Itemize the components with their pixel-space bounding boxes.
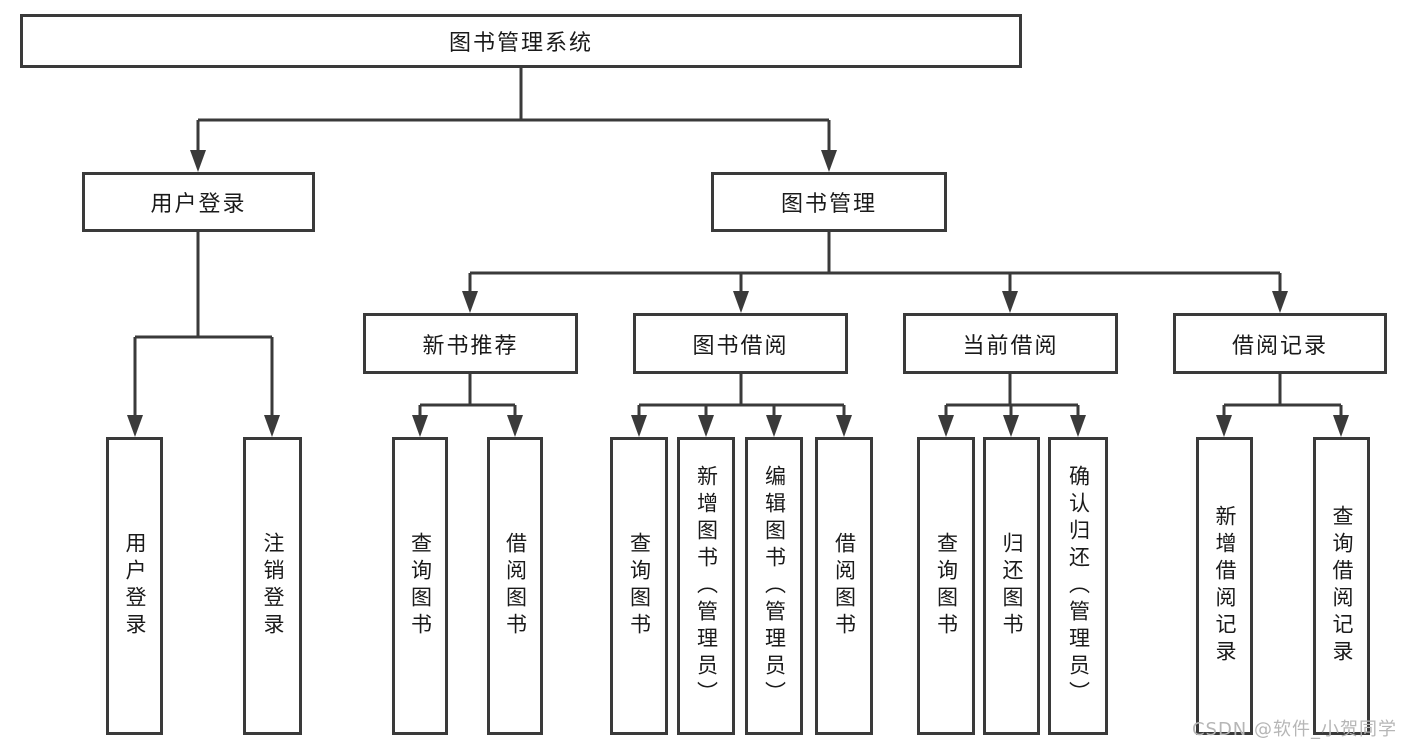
node-leaf-borrow-book-1: 借阅图书: [487, 437, 543, 735]
node-label: 查询借阅记录: [1330, 505, 1354, 667]
node-label: 新增借阅记录: [1213, 505, 1237, 667]
node-new-book-recommend: 新书推荐: [363, 313, 578, 374]
node-label: 借阅图书: [503, 532, 528, 640]
node-label: 查询图书: [627, 532, 652, 640]
node-book-borrow: 图书借阅: [633, 313, 848, 374]
node-book-management: 图书管理: [711, 172, 947, 232]
node-label: 查询图书: [934, 532, 959, 640]
node-label: 确认归还（管理员）: [1066, 464, 1091, 708]
node-leaf-query-book-2: 查询图书: [610, 437, 668, 735]
node-label: 编辑图书（管理员）: [762, 464, 787, 708]
node-borrow-records: 借阅记录: [1173, 313, 1387, 374]
node-label: 新书推荐: [422, 333, 519, 359]
node-leaf-edit-book-admin: 编辑图书（管理员）: [745, 437, 803, 735]
node-leaf-logout: 注销登录: [243, 437, 302, 735]
node-leaf-query-book-1: 查询图书: [392, 437, 448, 735]
node-leaf-confirm-return-admin: 确认归还（管理员）: [1048, 437, 1108, 735]
node-current-borrow: 当前借阅: [903, 313, 1118, 374]
node-leaf-add-borrow-record: 新增借阅记录: [1196, 437, 1253, 735]
node-leaf-add-book-admin: 新增图书（管理员）: [677, 437, 735, 735]
node-label: 用户登录: [150, 192, 247, 217]
node-label: 新增图书（管理员）: [694, 464, 719, 708]
node-leaf-user-login: 用户登录: [106, 437, 163, 735]
node-label: 当前借阅: [962, 333, 1059, 359]
node-leaf-return-book: 归还图书: [983, 437, 1040, 735]
node-label: 归还图书: [1000, 532, 1024, 640]
node-label: 借阅图书: [832, 532, 857, 640]
node-leaf-borrow-book-2: 借阅图书: [815, 437, 873, 735]
node-label: 图书管理系统: [448, 31, 593, 56]
node-label: 图书管理: [780, 192, 877, 217]
node-label: 查询图书: [408, 532, 433, 640]
node-leaf-query-borrow-record: 查询借阅记录: [1313, 437, 1370, 735]
node-label: 用户登录: [123, 532, 147, 640]
node-label: 借阅记录: [1231, 333, 1328, 359]
node-root: 图书管理系统: [20, 14, 1022, 68]
csdn-watermark: CSDN @软件_小贺同学: [1191, 719, 1397, 740]
node-label: 注销登录: [261, 532, 285, 640]
node-label: 图书借阅: [692, 333, 789, 359]
node-user-login: 用户登录: [82, 172, 315, 232]
node-leaf-query-book-3: 查询图书: [917, 437, 975, 735]
